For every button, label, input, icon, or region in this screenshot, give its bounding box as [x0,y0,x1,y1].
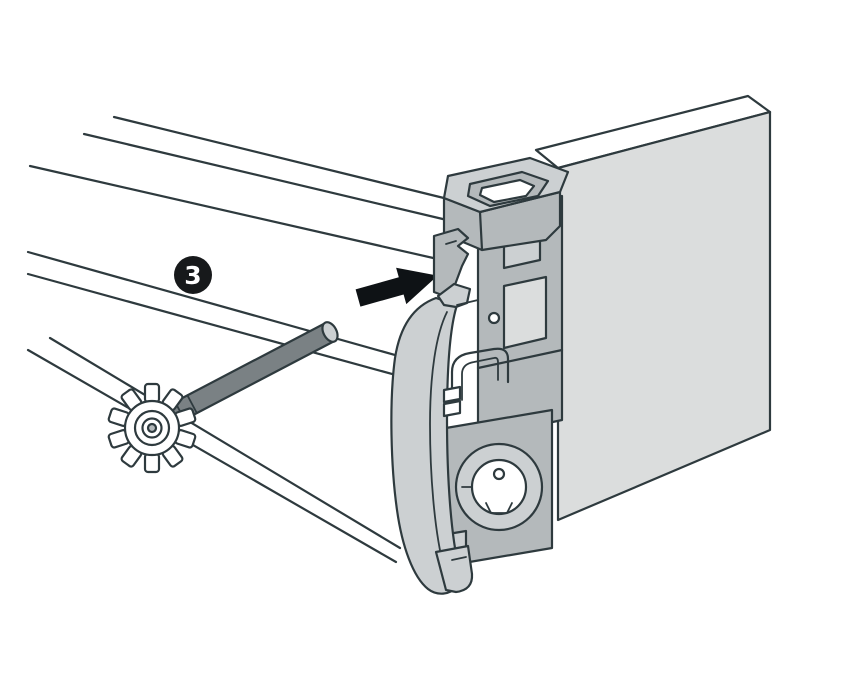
bracket-front-arm [390,282,479,595]
step-number: 3 [184,261,201,290]
bracket-top-cap [442,156,570,252]
vent-slots [442,385,462,418]
gear-shaft-tool [107,321,339,474]
insertion-direction-arrow [355,267,438,307]
rear-panel [534,94,772,522]
locking-boss [454,442,544,532]
step-badge-circle [174,256,212,294]
bracket-lower-block [444,408,554,568]
step-badge: 3 [174,256,212,294]
screw-hole [487,311,501,325]
bracket-handle [450,347,510,402]
drawer-side-panel [26,115,454,564]
front-fixing-bracket [390,156,570,595]
rear-panel-front-face [556,110,772,522]
gear-wheel [107,382,197,474]
